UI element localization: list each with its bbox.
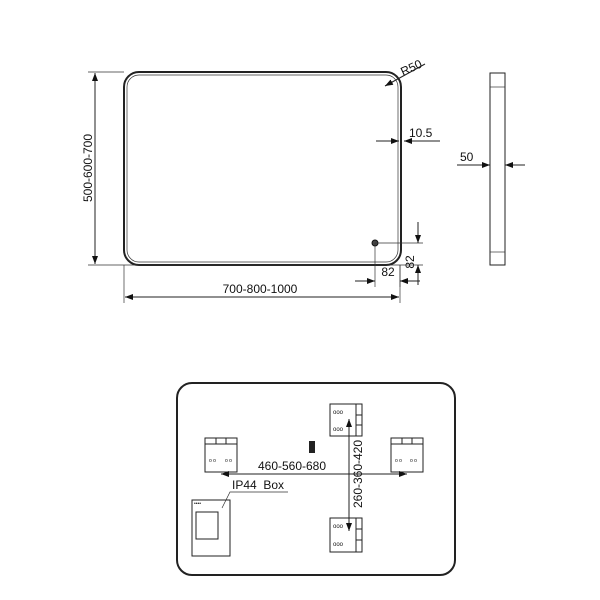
sensor-vertical-label: 82: [403, 255, 417, 269]
svg-text:o o: o o: [209, 458, 216, 464]
sensor-horizontal-label: 82: [381, 265, 395, 279]
bracket-bottom: ooo ooo: [329, 517, 363, 553]
vertical-spacing-label: 260-360-420: [351, 440, 365, 508]
switch-icon: [309, 441, 315, 453]
radius-label: R50: [398, 57, 424, 79]
bracket-top: ooo ooo: [329, 403, 363, 437]
height-label: 500-600-700: [81, 134, 95, 202]
width-label: 700-800-1000: [223, 282, 298, 296]
svg-text:ooo: ooo: [333, 542, 344, 548]
mirror-inner-frame: [126, 74, 399, 263]
ip44-box-label: IP44 Box: [232, 478, 284, 492]
svg-text:ooo: ooo: [333, 524, 344, 530]
side-profile: [489, 72, 506, 266]
side-view: 50: [457, 72, 525, 266]
svg-text:o o: o o: [225, 458, 232, 464]
svg-text:••••: ••••: [194, 501, 201, 507]
radius-leader: [384, 63, 426, 87]
mirror-outer-frame: [123, 71, 402, 266]
svg-text:o o: o o: [410, 458, 417, 464]
horizontal-spacing-label: 460-560-680: [258, 459, 326, 473]
frame-thickness-label: 10.5: [409, 126, 433, 140]
back-panel: [176, 382, 456, 576]
front-view: 500-600-700 700-800-1000 R50 10.5 82 82: [81, 57, 440, 303]
svg-text:ooo: ooo: [333, 410, 344, 416]
depth-label: 50: [460, 150, 474, 164]
ip44-box: ••••: [191, 499, 231, 557]
svg-text:o o: o o: [395, 458, 402, 464]
svg-text:ooo: ooo: [333, 427, 344, 433]
